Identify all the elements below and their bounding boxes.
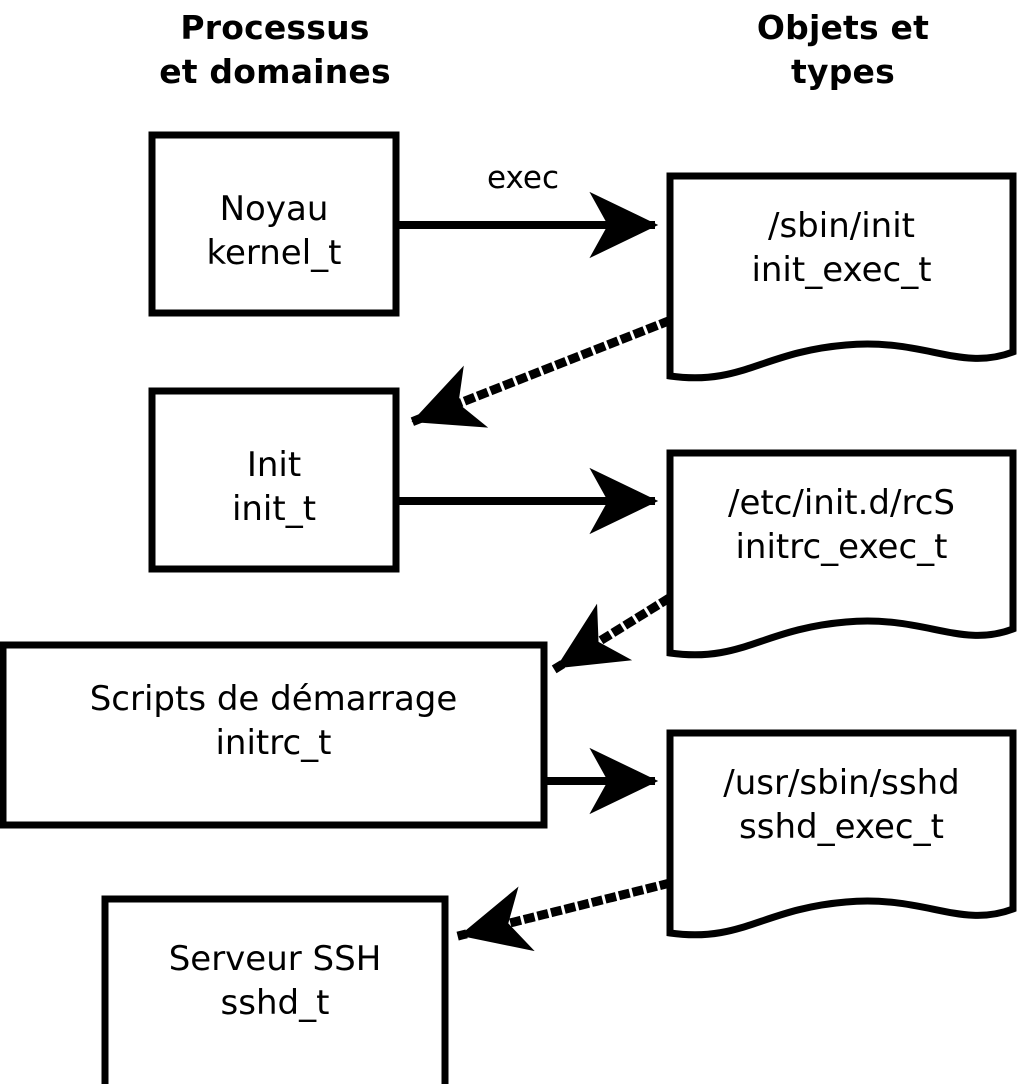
object-doc-initrc-exec[interactable] bbox=[666, 449, 1017, 659]
object-label-sshd-exec: /usr/sbin/sshd sshd_exec_t bbox=[723, 763, 960, 847]
object-label-init-exec: /sbin/init init_exec_t bbox=[751, 206, 932, 290]
process-label-sshd: Serveur SSH sshd_t bbox=[168, 939, 382, 1023]
edge-init-exec-transition-init bbox=[408, 316, 672, 428]
object-label-initrc-exec: /etc/init.d/rcS initrc_exec_t bbox=[728, 483, 955, 567]
edge-initrc-exec-transition-initrc bbox=[551, 593, 673, 674]
process-box-init[interactable] bbox=[148, 387, 400, 573]
process-label-kernel: Noyau kernel_t bbox=[206, 189, 342, 273]
edge-sshd-exec-transition-sshd bbox=[456, 878, 672, 952]
object-doc-init-exec[interactable] bbox=[666, 172, 1017, 382]
column-header-processes: Processus et domaines bbox=[159, 8, 391, 91]
process-label-init: Init init_t bbox=[231, 445, 317, 529]
object-doc-sshd-exec[interactable] bbox=[666, 729, 1017, 939]
process-box-kernel[interactable] bbox=[148, 131, 400, 317]
process-label-initrc: Scripts de démarrage initrc_t bbox=[89, 679, 458, 763]
column-header-objects: Objets et types bbox=[756, 8, 930, 91]
edge-label-exec: exec bbox=[487, 160, 560, 196]
process-box-sshd[interactable] bbox=[101, 895, 449, 1084]
process-box-initrc[interactable] bbox=[0, 641, 548, 829]
